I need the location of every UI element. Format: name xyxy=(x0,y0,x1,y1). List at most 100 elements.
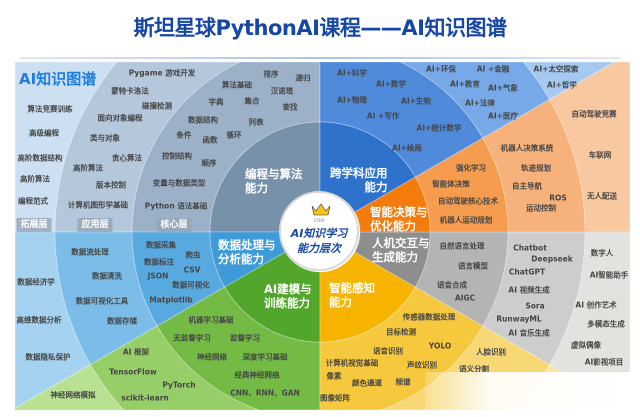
topic-programming: 数据结构 xyxy=(188,115,218,125)
topic-programming: 高阶算法 xyxy=(20,174,50,184)
capability-interaction: 人机交互与生成能力 xyxy=(372,236,430,264)
topic-modeling: CNN、RNN、GAN xyxy=(230,388,300,398)
topic-programming: 排序 xyxy=(263,69,279,79)
topic-programming: 贪心算法 xyxy=(112,153,142,163)
crown-icon xyxy=(311,203,331,216)
topic-interdisciplinary: AI+统计数学 xyxy=(416,123,462,133)
topic-data: 数据经济学 xyxy=(17,277,55,287)
topic-interdisciplinary: AI+哲学 xyxy=(547,80,577,90)
topic-interdisciplinary: AI +金融 xyxy=(476,64,510,74)
topic-interaction: Chatbot xyxy=(513,243,547,253)
topic-decision: 运动控制 xyxy=(526,203,556,213)
topic-perception: YOLO xyxy=(428,341,452,351)
topic-decision: 轨迹规划 xyxy=(521,163,551,173)
topic-data: 数据存储 xyxy=(107,316,137,326)
topic-modeling: AI 框架 xyxy=(122,347,150,357)
topic-programming: 条件 xyxy=(176,130,192,140)
topic-interaction: Deepseek xyxy=(531,254,573,264)
topic-interdisciplinary: AI+法律 xyxy=(465,98,495,108)
topic-interaction: RunwayML xyxy=(496,314,542,324)
topic-programming: 顺序 xyxy=(201,158,217,168)
topic-perception: 传感器数据处理 xyxy=(402,312,456,322)
center-badge: STEM AI知识学习 能力层次 xyxy=(279,191,359,271)
topic-modeling: 无监督学习 xyxy=(173,333,211,343)
topic-interdisciplinary: AI+教育 xyxy=(450,79,480,89)
topic-programming: 计算机图形学基础 xyxy=(68,200,128,210)
topic-modeling: 经典神经网络 xyxy=(234,370,280,380)
topic-interdisciplinary: AI+数学 xyxy=(376,79,406,89)
capability-data: 数据处理与分析能力 xyxy=(218,238,276,266)
topic-programming: 面向对象编程 xyxy=(97,113,143,123)
topic-modeling: PyTorch xyxy=(162,380,196,390)
topic-interaction: AI智能助手 xyxy=(589,270,629,280)
topic-programming: Pygame 游戏开发 xyxy=(128,68,196,78)
topic-programming: 字典 xyxy=(208,97,224,107)
topic-interdisciplinary: AI+科学 xyxy=(337,68,367,78)
topic-data: CSV xyxy=(183,265,201,275)
topic-programming: 变量与数据类型 xyxy=(152,178,206,188)
topic-perception: 计算机视觉基础 xyxy=(325,358,379,368)
topic-perception: 图像矩阵 xyxy=(320,393,350,403)
topic-programming: 类与对象 xyxy=(90,133,120,143)
topic-programming: 递归 xyxy=(295,73,311,83)
topic-programming: 控制结构 xyxy=(162,151,192,161)
topic-programming: Python 语法基础 xyxy=(144,201,208,211)
topic-decision: ROS xyxy=(549,193,567,203)
topic-interaction: 自然语言处理 xyxy=(439,241,485,251)
topic-interaction: 多模态生成 xyxy=(587,319,625,329)
topic-decision: 无人配送 xyxy=(587,191,617,201)
topic-programming: 蒙特卡洛法 xyxy=(111,86,149,96)
topic-interaction: AIGC xyxy=(454,293,476,303)
topic-decision: 机器人决策系统 xyxy=(500,143,554,153)
topic-data: 数据清洗 xyxy=(92,271,122,281)
topic-interdisciplinary: AI +写作 xyxy=(366,111,400,121)
topic-interaction: 语言模型 xyxy=(458,261,488,271)
topic-programming: 列表 xyxy=(248,117,264,127)
capability-programming: 编程与算法能力 xyxy=(245,167,303,195)
topic-interaction: AI 创作艺术 xyxy=(575,300,617,310)
topic-interdisciplinary: AI+医疗 xyxy=(488,111,518,121)
blurred-overlay xyxy=(425,372,640,410)
topic-interdisciplinary: AI+生物 xyxy=(401,96,431,106)
topic-perception: 人脸识别 xyxy=(476,347,506,357)
topic-modeling: 深度学习基础 xyxy=(242,352,288,362)
topic-interaction: 数字人 xyxy=(590,248,614,258)
topic-data: Matplotlib xyxy=(149,295,193,305)
capability-interdisciplinary: 跨学科应用能力 xyxy=(330,166,388,194)
topic-data: 爬虫 xyxy=(185,250,201,260)
logo-text: STEM xyxy=(313,218,325,223)
topic-data: 数据可视化工具 xyxy=(75,296,129,306)
topic-interdisciplinary: AI+太空探索 xyxy=(533,64,579,74)
topic-interdisciplinary: AI+环保 xyxy=(426,64,456,74)
topic-programming: 碰撞检测 xyxy=(142,101,172,111)
topic-interaction: AI 音乐生成 xyxy=(508,328,550,338)
topic-perception: 颜色通道 xyxy=(352,378,382,388)
topic-perception: 频谱 xyxy=(395,377,411,387)
topic-data: 数据流处理 xyxy=(71,247,109,257)
topic-modeling: 机器学习基础 xyxy=(188,315,234,325)
topic-decision: 车联网 xyxy=(588,150,612,160)
topic-decision: 自动驾驶竞赛 xyxy=(571,109,617,119)
topic-programming: 高阶数据结构 xyxy=(17,153,63,163)
topic-perception: 语音识别 xyxy=(373,346,403,356)
topic-modeling: TensorFlow xyxy=(109,367,157,377)
topic-decision: 强化学习 xyxy=(456,163,486,173)
topic-decision: 自主导航 xyxy=(512,181,542,191)
topic-programming: 汉诺塔 xyxy=(270,86,294,96)
topic-interaction: AI 视频生成 xyxy=(508,285,550,295)
topic-decision: 智能体决策 xyxy=(432,179,470,189)
topic-modeling: 监督学习 xyxy=(230,333,260,343)
topic-data: 数据可视化 xyxy=(172,280,210,290)
topic-perception: 目标检测 xyxy=(386,327,416,337)
topic-programming: 算法竞赛训练 xyxy=(27,104,73,114)
topic-perception: 声纹识别 xyxy=(407,360,437,370)
page-title: 斯坦星球PythonAI课程——AI知识图谱 xyxy=(133,16,507,40)
topic-interaction: 虚拟偶像 xyxy=(571,340,601,350)
topic-programming: 高级编程 xyxy=(29,128,59,138)
topic-interaction: ChatGPT xyxy=(508,267,546,277)
topic-data: 高维数据分析 xyxy=(16,315,62,325)
topic-programming: 循环 xyxy=(226,130,242,140)
topic-programming: 函数 xyxy=(202,135,218,145)
topic-interdisciplinary: AI+绘画 xyxy=(392,143,422,153)
topic-interaction: AI影视项目 xyxy=(584,357,624,367)
